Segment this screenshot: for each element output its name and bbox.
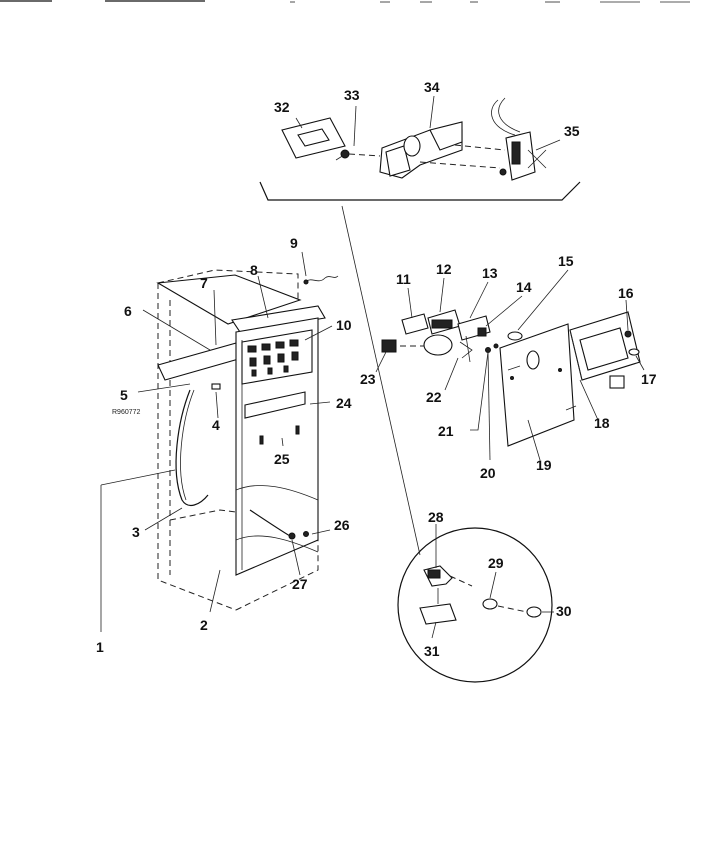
part-20-screw <box>493 343 499 349</box>
callout-18: 18 <box>594 415 610 431</box>
control-subassembly <box>381 309 641 447</box>
callout-24: 24 <box>336 395 352 411</box>
part-21-screw <box>485 347 491 353</box>
part-34-bracket <box>379 121 463 179</box>
top-edge-fragments <box>0 0 690 3</box>
callout-32: 32 <box>274 99 290 115</box>
part-32-plate <box>281 117 346 159</box>
part-16-screw <box>624 330 632 338</box>
part-10-control-panel <box>241 329 313 385</box>
part-23-connector <box>381 339 397 353</box>
callout-22: 22 <box>426 389 442 405</box>
part-25-fastener-a <box>259 435 264 445</box>
callout-8: 8 <box>250 262 258 278</box>
part-18-housing <box>569 311 641 381</box>
diagram-stamp-code: R960772 <box>112 409 141 416</box>
callout-35: 35 <box>564 123 580 139</box>
callout-16: 16 <box>618 285 634 301</box>
part-bulb-cover <box>609 375 625 389</box>
part-29-cap <box>482 598 498 610</box>
part-14-terminal <box>477 327 487 337</box>
callout-33: 33 <box>344 87 360 103</box>
callout-5: 5 <box>120 387 128 403</box>
part-35-socket <box>491 97 547 181</box>
callout-20: 20 <box>480 465 496 481</box>
callout-13: 13 <box>482 265 498 281</box>
callout-26: 26 <box>334 517 350 533</box>
callout-21: 21 <box>438 423 454 439</box>
callout-17: 17 <box>641 371 657 387</box>
part-17-washer <box>628 348 640 356</box>
part-25-fastener-b <box>295 425 300 435</box>
detail-view <box>397 527 553 683</box>
callout-4: 4 <box>212 417 220 433</box>
callout-9: 9 <box>290 235 298 251</box>
cabinet-assembly: R960772 <box>112 269 339 611</box>
callout-10: 10 <box>336 317 352 333</box>
part-12-switch <box>427 309 461 335</box>
callout-23: 23 <box>360 371 376 387</box>
callout-15: 15 <box>558 253 574 269</box>
callout-labels: 1 2 3 4 5 6 7 8 9 10 11 12 13 14 15 16 1… <box>96 79 657 659</box>
part-33-screw <box>340 149 350 159</box>
part-22-knob <box>423 334 473 363</box>
callout-11: 11 <box>396 271 411 287</box>
callout-7: 7 <box>200 275 208 291</box>
part-19-panel <box>499 323 577 447</box>
part-26-clip <box>303 531 309 537</box>
top-subassembly <box>259 97 581 201</box>
callout-31: 31 <box>424 643 440 659</box>
callout-30: 30 <box>556 603 572 619</box>
callout-1: 1 <box>96 639 104 655</box>
part-15-nut <box>507 331 523 341</box>
callout-6: 6 <box>124 303 132 319</box>
callout-28: 28 <box>428 509 444 525</box>
part-31-base <box>419 603 457 625</box>
part-30-bulb <box>526 606 542 618</box>
callout-27: 27 <box>292 576 308 592</box>
callout-34: 34 <box>424 79 440 95</box>
callout-14: 14 <box>516 279 532 295</box>
callout-2: 2 <box>200 617 208 633</box>
callout-25: 25 <box>274 451 290 467</box>
callout-29: 29 <box>488 555 504 571</box>
leader-lines <box>100 95 645 639</box>
callout-19: 19 <box>536 457 552 473</box>
callout-3: 3 <box>132 524 140 540</box>
callout-12: 12 <box>436 261 452 277</box>
part-4-clip <box>211 383 221 390</box>
part-11-label <box>401 313 429 335</box>
